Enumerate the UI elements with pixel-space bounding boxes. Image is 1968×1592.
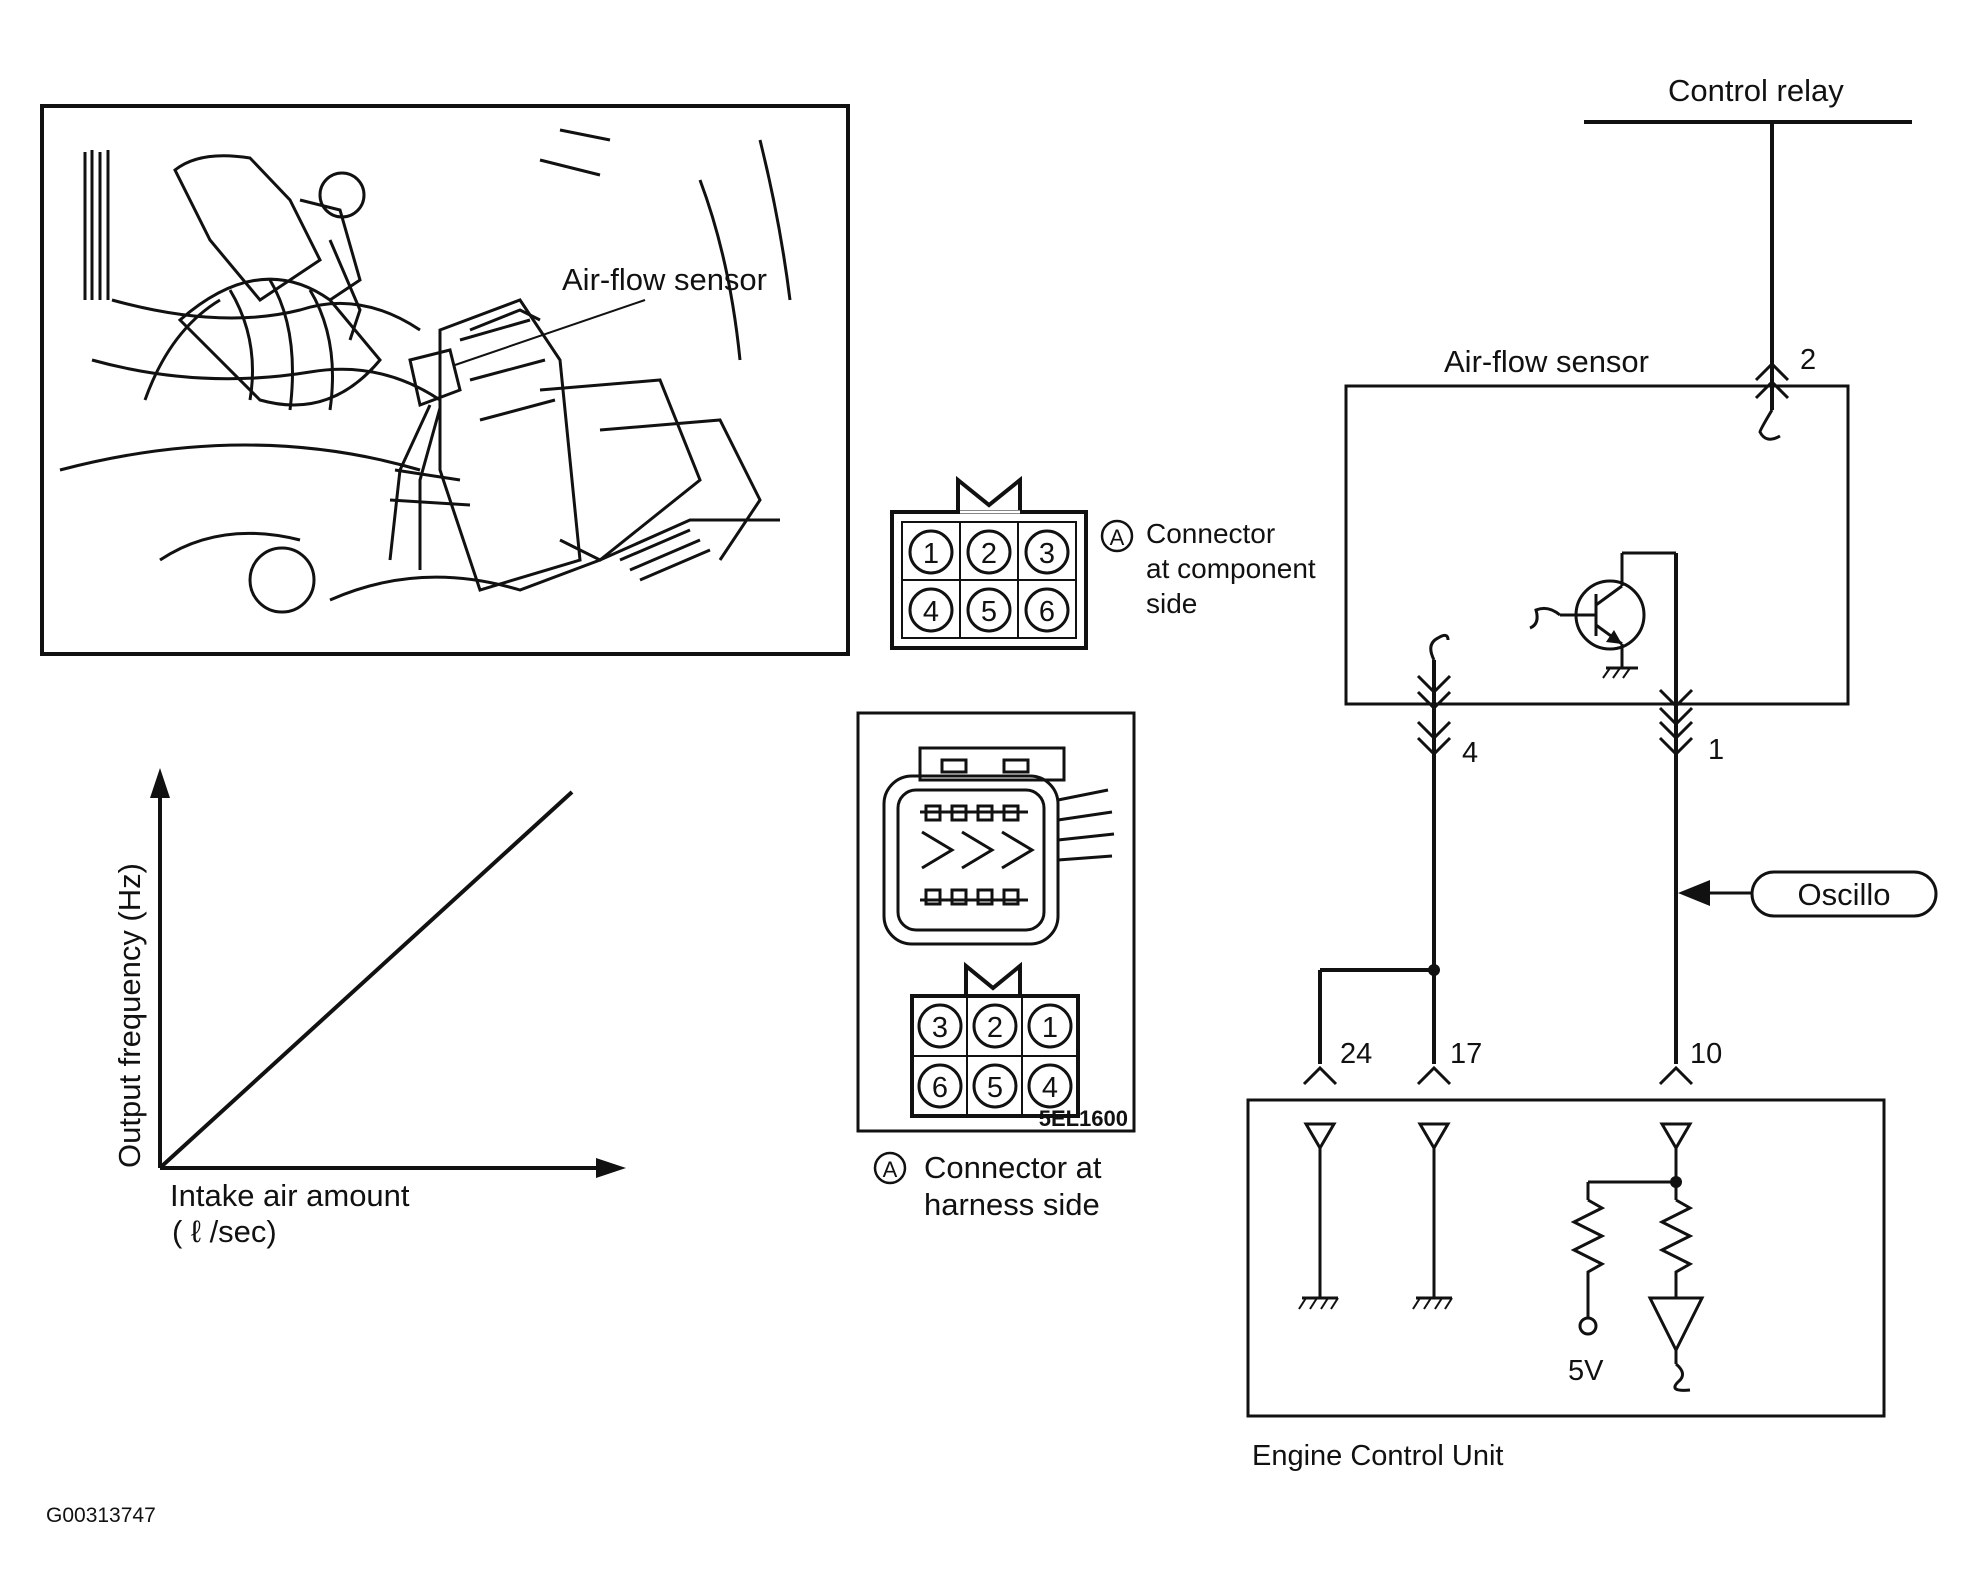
wiring-schematic: Control relay 2 Air-flow sensor 1 xyxy=(1246,73,1938,1472)
harness-key-notch xyxy=(964,961,1022,996)
graph-linear-line xyxy=(160,790,574,1168)
component-connector-caption-3: side xyxy=(1146,588,1197,619)
graph-y-label: Output frequency (Hz) xyxy=(112,863,147,1168)
air-flow-sensor-title: Air-flow sensor xyxy=(1444,344,1649,379)
component-connector-marker xyxy=(1100,519,1134,553)
component-pin-2: 2 xyxy=(981,538,997,570)
component-connector-caption-1: Connector xyxy=(1146,518,1275,549)
engine-control-unit-title: Engine Control Unit xyxy=(1252,1440,1503,1472)
sensor-pin-4-label: 4 xyxy=(1462,737,1478,769)
photo-callout-label: Air-flow sensor xyxy=(562,262,767,297)
oscillo-tag xyxy=(1750,870,1938,918)
supply-5v-label: 5V xyxy=(1568,1355,1604,1387)
component-connector-caption-2: at component xyxy=(1146,553,1316,584)
harness-pin-4: 4 xyxy=(1042,1072,1058,1104)
series-resistor xyxy=(1658,1198,1694,1298)
harness-connector-code: 5EL1600 xyxy=(1039,1106,1128,1131)
connector-key-notch xyxy=(956,475,1022,512)
sensor-pin-2-label: 2 xyxy=(1800,344,1816,376)
harness-pin-5: 5 xyxy=(987,1072,1003,1104)
air-flow-sensor-box xyxy=(1344,384,1850,706)
component-pin-4: 4 xyxy=(923,596,939,628)
harness-side-connector: 3 2 1 6 5 4 5EL1600 A Connector at harne… xyxy=(856,711,1136,1222)
engine-illustration: Air-flow sensor xyxy=(40,104,850,656)
ecu-pin-10-label: 10 xyxy=(1690,1038,1722,1070)
harness-plug-illustration xyxy=(882,746,1115,946)
harness-connector-caption-2: harness side xyxy=(924,1187,1100,1222)
harness-pin-3: 3 xyxy=(932,1012,948,1044)
ecu-pin-17-label: 17 xyxy=(1450,1038,1482,1070)
harness-connector-caption-1: Connector at xyxy=(924,1150,1102,1185)
graph-x-unit: ( ℓ /sec) xyxy=(172,1214,277,1249)
component-connector-marker-letter: A xyxy=(1110,525,1125,550)
harness-connector-marker-letter: A xyxy=(883,1157,898,1182)
harness-pin-1: 1 xyxy=(1042,1012,1058,1044)
oscillo-probe-arrow xyxy=(1678,880,1710,906)
oscillo-label: Oscillo xyxy=(1797,877,1890,912)
component-side-connector: 1 2 3 4 5 6 A Connector at component sid… xyxy=(890,475,1316,650)
transistor-symbol xyxy=(1529,551,1676,679)
component-pin-3: 3 xyxy=(1039,538,1055,570)
component-pin-6: 6 xyxy=(1039,596,1055,628)
harness-pin-2: 2 xyxy=(987,1012,1003,1044)
graph-x-arrowhead xyxy=(596,1158,626,1178)
harness-pin-6: 6 xyxy=(932,1072,948,1104)
ecu-pin-24-label: 24 xyxy=(1340,1038,1372,1070)
graph-y-arrowhead xyxy=(150,768,170,798)
engine-control-unit-box xyxy=(1246,1098,1886,1418)
component-pin-5: 5 xyxy=(981,596,997,628)
harness-connector-marker xyxy=(873,1151,907,1185)
graph-x-label: Intake air amount xyxy=(170,1178,410,1213)
figure-id: G00313747 xyxy=(46,1504,156,1527)
frequency-graph: Output frequency (Hz) Intake air amount … xyxy=(112,768,626,1249)
component-pin-1: 1 xyxy=(923,538,939,570)
ecu-input-buffer xyxy=(1647,1296,1705,1354)
pullup-resistor xyxy=(1570,1198,1606,1318)
sensor-pin-1-label: 1 xyxy=(1708,734,1724,766)
control-relay-label: Control relay xyxy=(1668,73,1844,108)
